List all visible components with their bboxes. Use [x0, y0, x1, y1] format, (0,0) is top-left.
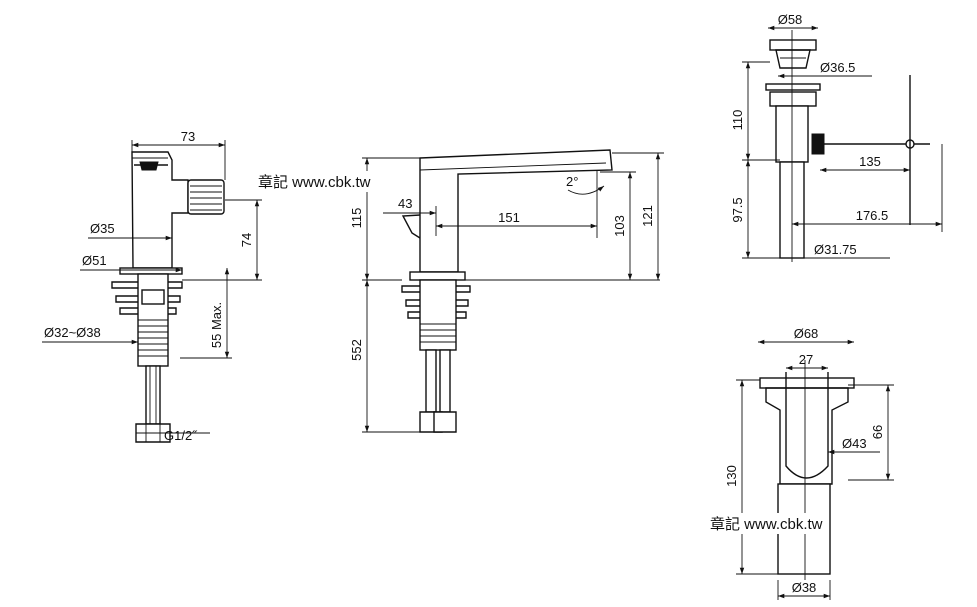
dim-height-74: 74 [239, 233, 254, 247]
dim-height-121: 121 [640, 205, 655, 227]
dim-dia-38: Ø38 [792, 580, 817, 595]
dim-reach-151: 151 [498, 210, 520, 225]
dim-side-width: 73 [181, 129, 195, 144]
dim-dia-51: Ø51 [82, 253, 107, 268]
dim-length-176-5: 176.5 [856, 208, 889, 223]
drain-view: Ø58 Ø36.5 110 97.5 135 176.5 Ø31.75 [730, 12, 943, 262]
dim-height-97-5: 97.5 [730, 197, 745, 222]
dim-dia-58: Ø58 [778, 12, 803, 27]
dim-height-110: 110 [730, 110, 745, 131]
front-view: 115 552 43 151 2° 103 121 [349, 149, 664, 433]
dim-dia-68: Ø68 [794, 326, 819, 341]
dim-dia-31-75: Ø31.75 [814, 242, 857, 257]
dim-width-27: 27 [799, 352, 813, 367]
dim-dia-36-5: Ø36.5 [820, 60, 855, 75]
dim-dia-35: Ø35 [90, 221, 115, 236]
dim-max-55: 55 Max. [209, 302, 224, 348]
watermark-bottom: 章記 www.cbk.tw [708, 513, 825, 534]
dim-angle: 2° [566, 174, 578, 189]
dim-height-130: 130 [724, 465, 739, 487]
dim-thread: G1/2˝ [164, 428, 198, 443]
dim-height-103: 103 [612, 215, 627, 237]
watermark-top: 章記 www.cbk.tw [256, 171, 373, 192]
dim-dia-32-38: Ø32~Ø38 [44, 325, 101, 340]
dim-43: 43 [398, 196, 412, 211]
dim-height-115: 115 [349, 208, 364, 229]
dim-height-552: 552 [349, 339, 364, 361]
dim-length-135: 135 [859, 154, 881, 169]
overflow-view: Ø68 27 66 Ø43 130 Ø38 [724, 326, 894, 600]
side-view: 73 Ø35 Ø51 Ø32~Ø38 74 55 Max. G1/2˝ [42, 129, 262, 443]
dim-dia-43: Ø43 [842, 436, 867, 451]
dim-height-66: 66 [870, 425, 885, 439]
